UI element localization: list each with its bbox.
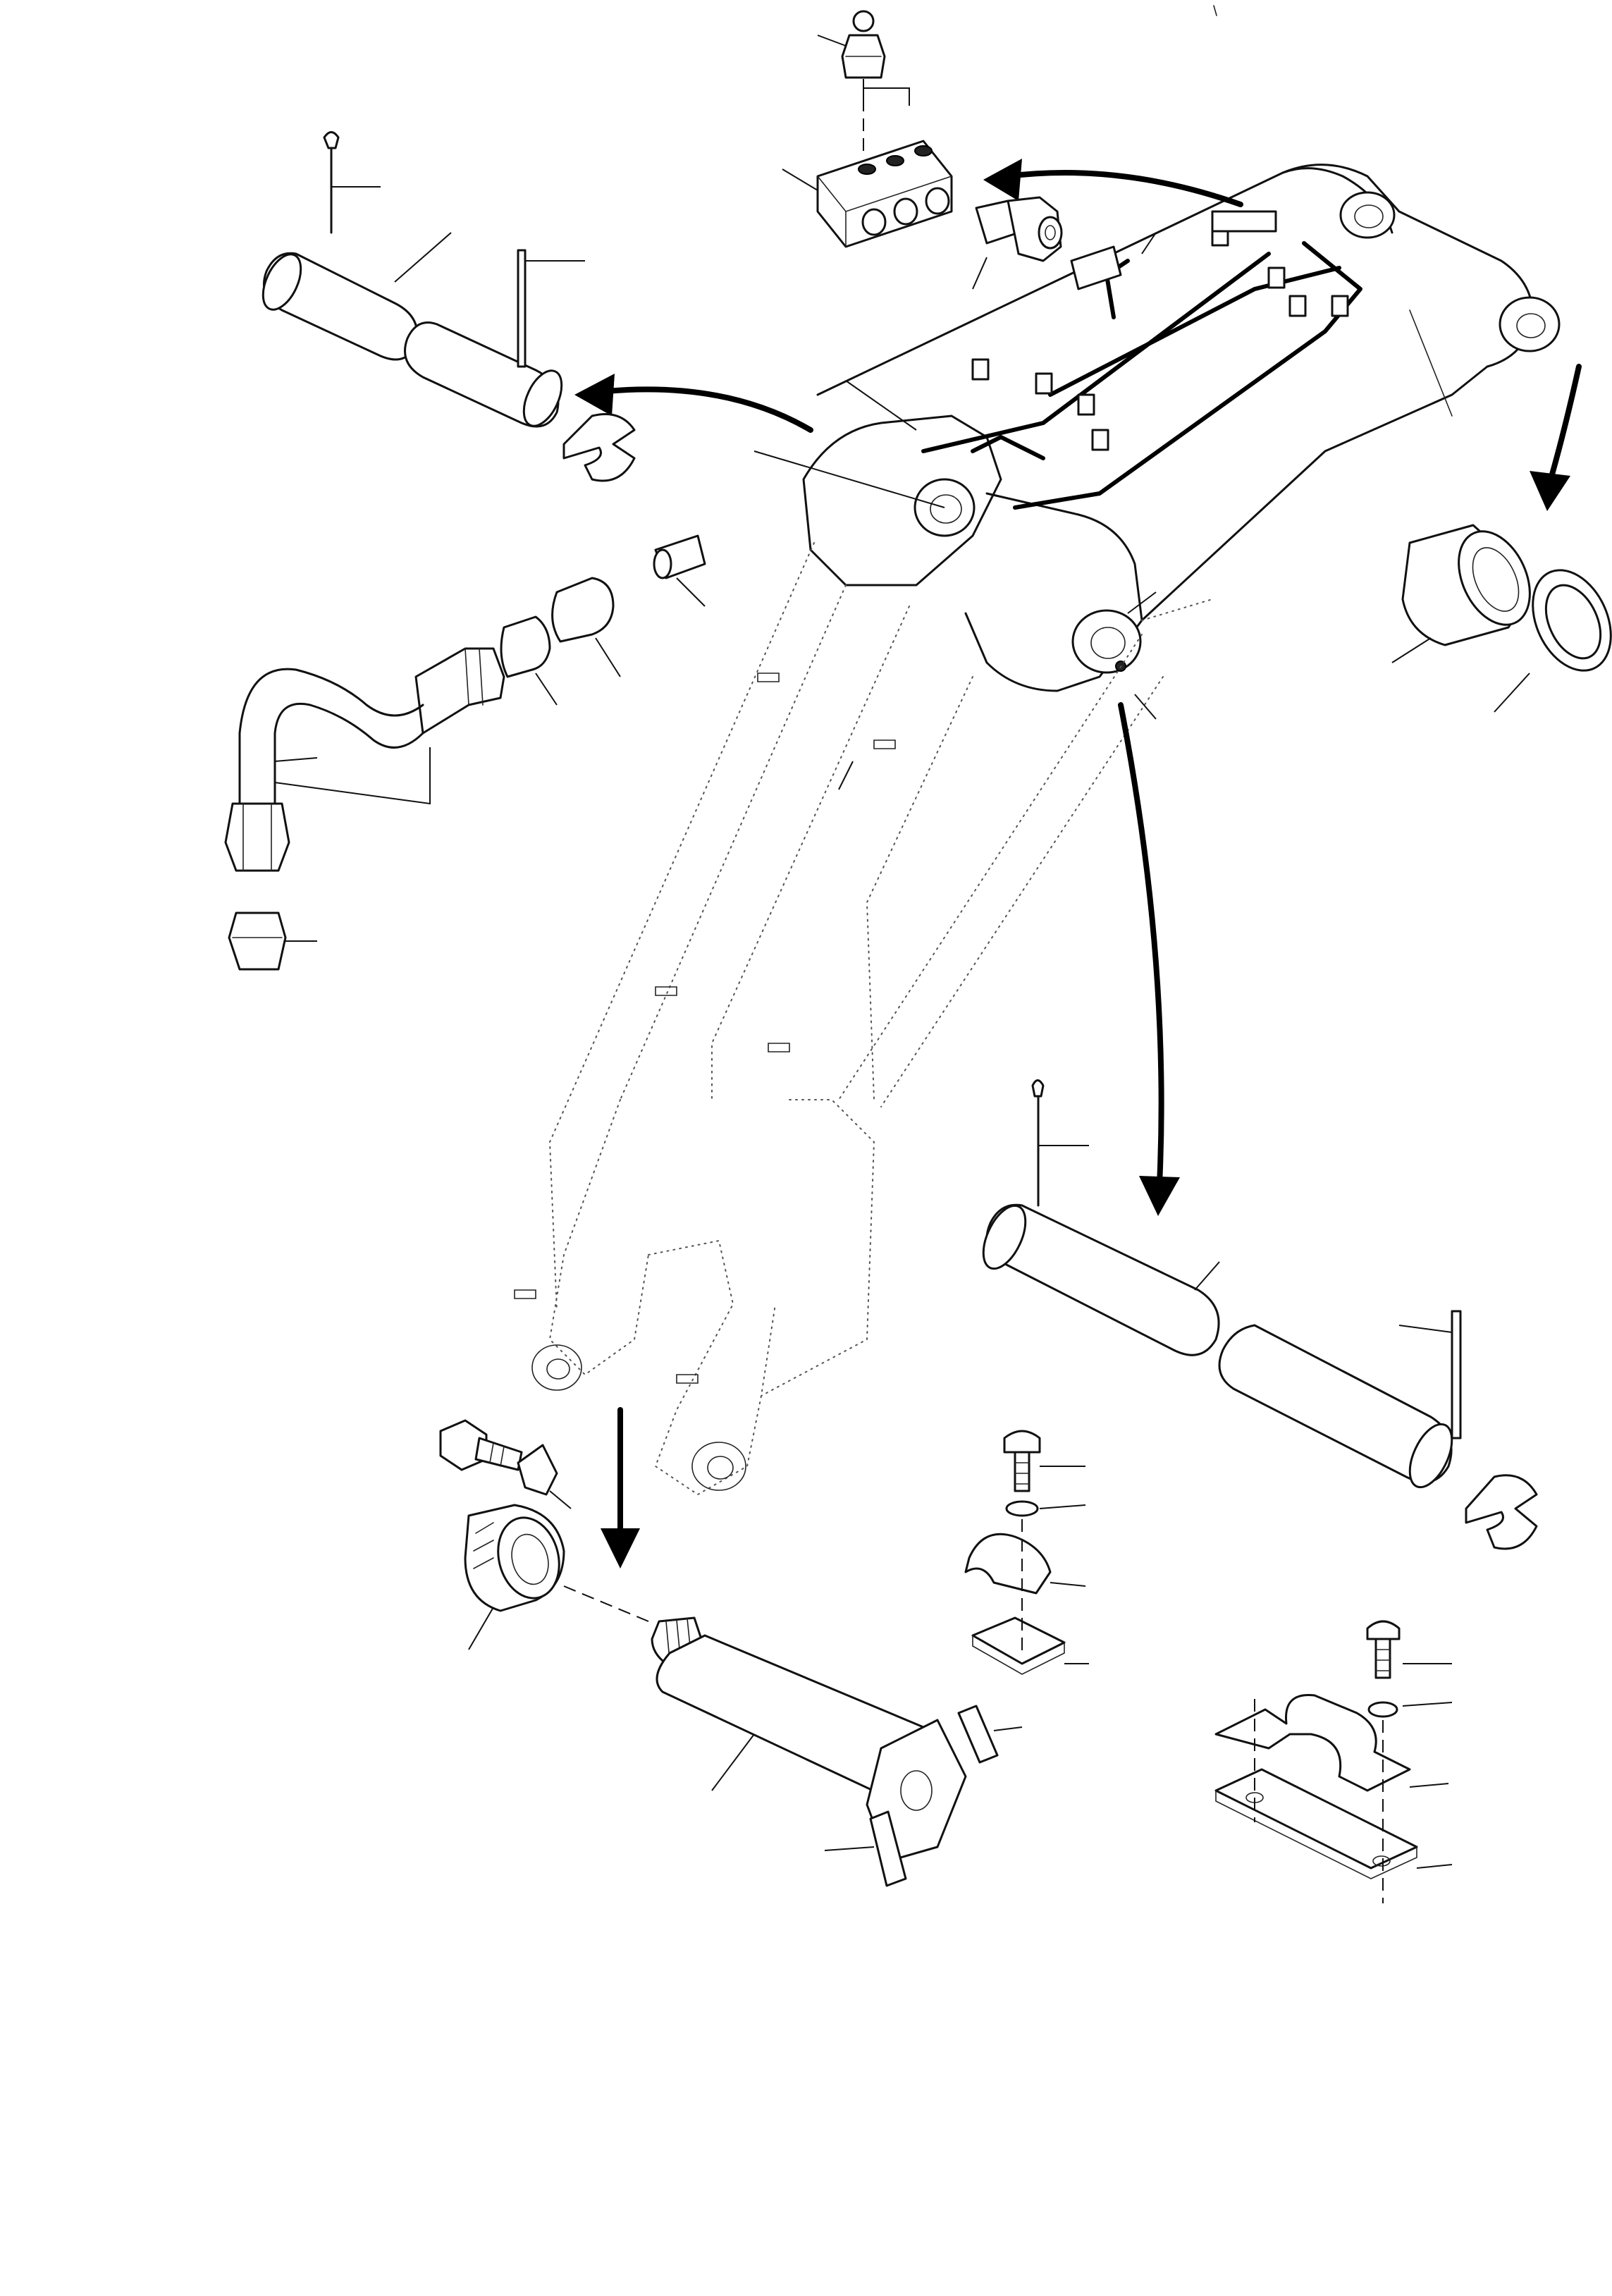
clamp-washer-b [1367, 1701, 1398, 1718]
clamp-washer-a [1005, 1500, 1039, 1517]
lower-pin-fixing [439, 1419, 649, 1650]
lock-plate-upper [562, 413, 636, 482]
pivot-bushing-set [1391, 524, 1612, 713]
distribution-block [816, 140, 953, 248]
clamp-a [964, 1533, 1052, 1595]
lock-plate-middle [1465, 1474, 1538, 1550]
lock-tab [517, 1444, 558, 1496]
boom-frame [514, 164, 1561, 1496]
grease-hose-assembly [224, 534, 706, 971]
retaining-pin-middle [1451, 1310, 1462, 1439]
callout-leaders [753, 380, 1157, 790]
grease-block-top [1211, 210, 1277, 233]
pipe-clamp-group [971, 224, 1349, 451]
keeper-plate-left [869, 1810, 907, 1887]
hose-bush [500, 615, 551, 678]
upper-pin-assembly [262, 131, 636, 482]
pipe-clamp-fixing-a [964, 1430, 1089, 1675]
hose-cap [551, 577, 615, 643]
hose-adapter [228, 911, 287, 971]
clamp-b [1214, 1694, 1411, 1792]
hose-hex-nut [224, 802, 290, 872]
lower-pin-assembly [651, 1616, 1023, 1887]
clamp-plate-b [1214, 1768, 1418, 1870]
grease-nipple-assembly [782, 10, 1157, 290]
explode-arrows [574, 159, 1582, 1568]
clamp-bolt-b-head [1366, 1620, 1401, 1640]
clamp-plate-a [971, 1616, 1066, 1665]
pipe-clamp-fixing-b [1214, 1620, 1453, 1903]
clamp-bolt-a-head [1003, 1430, 1041, 1454]
split-pin-head [323, 131, 340, 149]
retaining-pin [517, 249, 527, 368]
grease-pipe-lines [921, 210, 1362, 510]
hex-bolt-shank [474, 1437, 523, 1471]
edge-mark [1213, 5, 1217, 16]
middle-pin-assembly [982, 1079, 1538, 1550]
hose-fitting [414, 647, 505, 735]
pin-long-a [985, 1203, 1220, 1356]
tube-stub [1070, 245, 1122, 290]
keeper-plate-right [957, 1705, 999, 1764]
grease-nipple-ball [852, 10, 875, 32]
